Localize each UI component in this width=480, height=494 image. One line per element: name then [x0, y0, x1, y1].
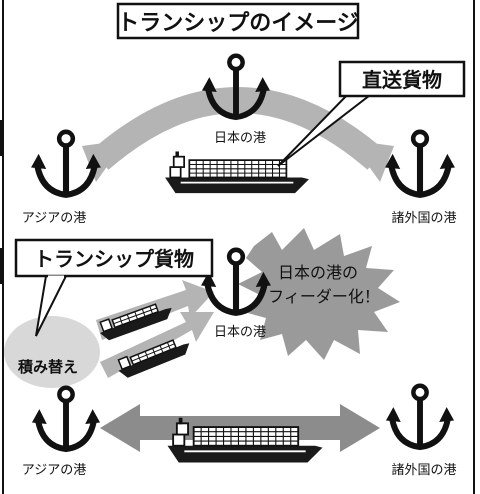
anchor-icon: [385, 132, 455, 195]
frame-left-tab: [0, 120, 4, 156]
anchor-icon: [31, 132, 101, 195]
transfer-label: 積み替え: [17, 358, 78, 376]
top-right-port-label: 諸外国の港: [391, 210, 456, 226]
transfer-bubble: [4, 316, 100, 388]
transship-cargo-callout: [14, 238, 214, 278]
direct-cargo-callout: [338, 60, 466, 98]
anchor-icon: [386, 386, 454, 447]
title-box: [116, 2, 360, 40]
top-left-port-label: アジアの港: [22, 211, 86, 226]
bottom-left-port-label: アジアの港: [22, 463, 86, 478]
feeder-burst: [238, 228, 400, 360]
direct-cargo-label: 直送貨物: [362, 68, 442, 92]
frame-left-tab-2: [0, 248, 4, 284]
burst-text-line2: フィーダー化！: [268, 287, 380, 306]
bottom-center-port-label: 日本の港: [214, 325, 266, 340]
diagram-title: トランシップのイメージ: [117, 11, 359, 36]
top-center-port-label: 日本の港: [214, 131, 266, 146]
burst-text-line1: 日本の港の: [278, 263, 358, 282]
transship-cargo-label: トランシップ貨物: [34, 247, 194, 271]
bottom-right-port-label: 諸外国の港: [391, 462, 456, 478]
anchor-icon: [32, 388, 100, 449]
direct-route-arrowhead-right: [350, 140, 394, 182]
